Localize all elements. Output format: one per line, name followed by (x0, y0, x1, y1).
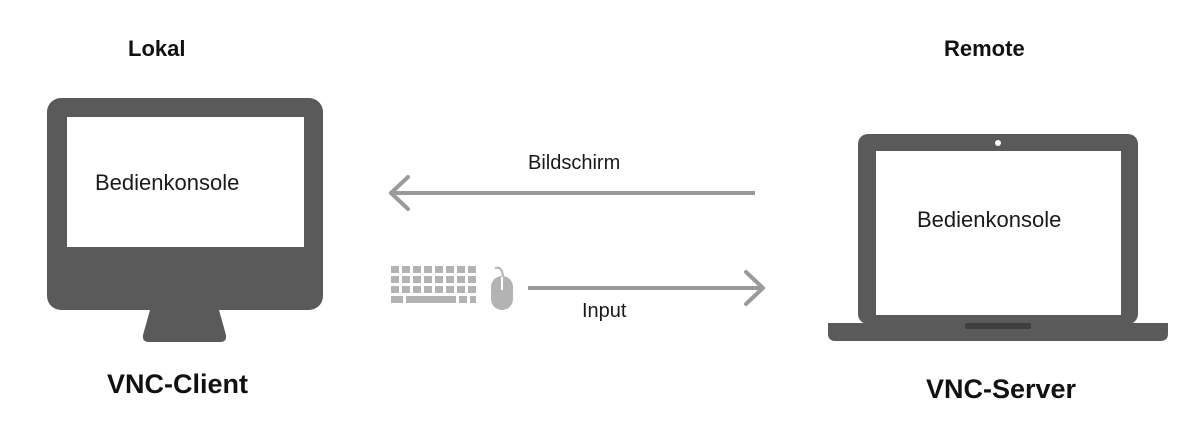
bottom-arrow-label: Input (582, 300, 627, 322)
right-heading: Remote (944, 36, 1025, 61)
desktop-monitor-icon (47, 98, 323, 342)
arrow-left-icon (389, 175, 755, 211)
left-title: VNC-Client (107, 369, 248, 399)
left-heading: Lokal (128, 36, 186, 61)
keyboard-icon (391, 266, 476, 303)
arrow-right-icon (528, 270, 765, 306)
top-arrow-label: Bildschirm (528, 152, 621, 174)
right-title: VNC-Server (926, 374, 1077, 404)
mouse-icon (491, 266, 513, 310)
right-screen-label: Bedienkonsole (917, 207, 1062, 232)
left-screen-label: Bedienkonsole (95, 170, 240, 195)
laptop-icon (828, 134, 1168, 341)
